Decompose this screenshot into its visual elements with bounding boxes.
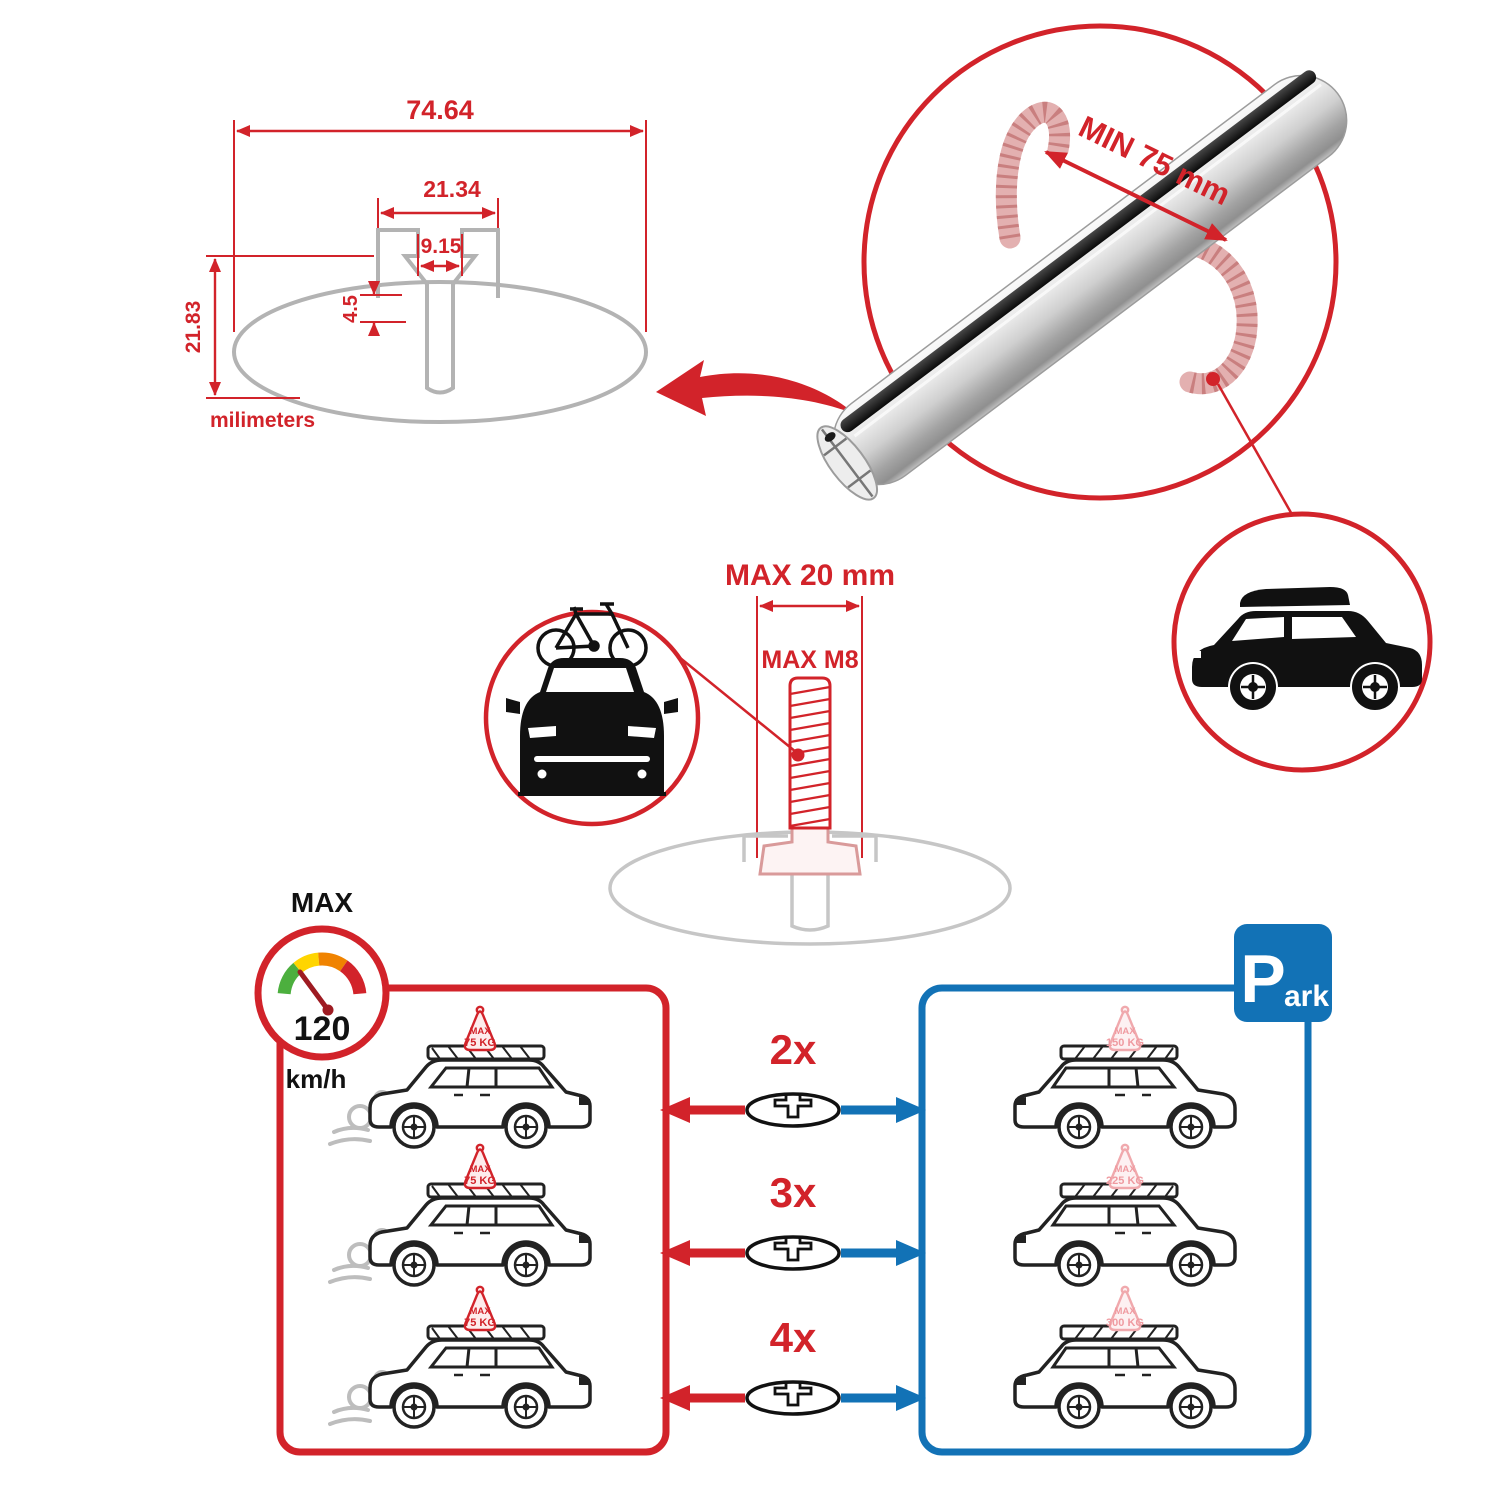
load-badge: MAX 75 KG [463,1005,497,1052]
dimension-width-total: 74.64 [233,95,647,332]
bolt-diagram: MAX 20 mm MAX M8 [608,559,1012,946]
qty-row: 2x [660,1026,926,1128]
badge-load-value: 75 KG [464,1175,496,1187]
driving-car-row: MAX 75 KG [328,1143,592,1287]
profile-ellipse [232,280,648,424]
load-badge: MAX 150 KG [1106,1005,1144,1052]
park-suffix: ark [1284,980,1329,1013]
bolt-callout-line [678,656,797,753]
parked-car-row: MAX 150 KG [1013,1005,1237,1149]
car-front-bike-circle [483,602,701,827]
load-badge: MAX 75 KG [463,1143,497,1190]
badge-max-label: MAX [1114,1306,1136,1317]
dimension-height-total: 21.83 [182,255,374,399]
badge-load-value: 150 KG [1106,1037,1144,1049]
badge-load-value: 225 KG [1106,1175,1144,1187]
arrow-right-head-icon [896,1240,926,1266]
crossbar-section-icon [745,1092,841,1128]
units-label: milimeters [210,409,315,432]
park-letter: P [1240,941,1285,1017]
dim-slot-width-label: 9.15 [421,235,462,258]
quantity-column: 2x 3x 4x [660,1026,926,1416]
bolt-max-width-label: MAX 20 mm [725,559,895,592]
crossbar-section-icon [745,1380,841,1416]
suv-roofbox-circle [1171,511,1433,773]
parked-panel: MAX 150 KG MAX 225 KG MAX 300 KG P [918,924,1332,1456]
qty-row: 4x [660,1314,926,1416]
magnifier-circle [861,23,1339,501]
speed-unit: km/h [286,1064,347,1094]
badge-load-value: 75 KG [464,1317,496,1329]
load-badge: MAX 75 KG [463,1285,497,1332]
arrow-right-head-icon [896,1385,926,1411]
badge-max-label: MAX [469,1026,491,1037]
callout-line [1216,383,1296,519]
driving-car-row: MAX 75 KG [328,1285,592,1429]
park-sign: P ark [1234,924,1332,1022]
load-badge: MAX 300 KG [1106,1285,1144,1332]
arrow-left-head-icon [660,1097,690,1123]
badge-max-label: MAX [469,1306,491,1317]
arrow-left-head-icon [660,1385,690,1411]
dim-channel-width-label: 21.34 [423,176,481,202]
callout-dot [1206,372,1220,386]
arrow-right-head-icon [896,1097,926,1123]
qty-row: 3x [660,1169,926,1271]
speed-value: 120 [294,1010,351,1048]
t-bolt-icon [758,676,862,876]
badge-load-value: 300 KG [1106,1317,1144,1329]
dimension-channel-width: 21.34 [377,176,499,228]
pointer-arrow-icon [656,360,855,416]
driving-car-row: MAX 75 KG [328,1005,592,1149]
profile-t-slot [376,228,500,395]
suv-roofbox-icon [1192,587,1422,710]
dimension-slot-depth: 4.5 [340,281,406,336]
cross-section-dimension-diagram: 74.64 21.34 9.15 4.5 21.83 mili [182,95,648,432]
qty-label: 2x [770,1026,817,1073]
bicycle-icon [536,602,648,668]
max-speed-panel: MAX 75 KG MAX 75 KG [254,887,670,1456]
parked-car-row: MAX 225 KG [1013,1143,1237,1287]
badge-max-label: MAX [469,1164,491,1175]
load-badge: MAX 225 KG [1106,1143,1144,1190]
qty-label: 3x [770,1169,817,1216]
qty-label: 4x [770,1314,817,1361]
badge-load-value: 75 KG [464,1037,496,1049]
strap-left-icon [995,101,1070,249]
speed-max-label: MAX [291,887,354,918]
bolt-max-thread-label: MAX M8 [761,646,858,674]
badge-max-label: MAX [1114,1026,1136,1037]
dim-width-total-label: 74.64 [406,95,474,125]
dimension-slot-width: 9.15 [417,234,463,276]
crossbar-section-icon [745,1235,841,1271]
badge-max-label: MAX [1114,1164,1136,1175]
car-front-icon [506,658,678,792]
dim-slot-depth-label: 4.5 [340,295,362,323]
dim-height-total-label: 21.83 [182,301,205,354]
arrow-left-head-icon [660,1240,690,1266]
speedometer-icon: MAX 120 km/h [254,887,390,1094]
parked-car-row: MAX 300 KG [1013,1285,1237,1429]
